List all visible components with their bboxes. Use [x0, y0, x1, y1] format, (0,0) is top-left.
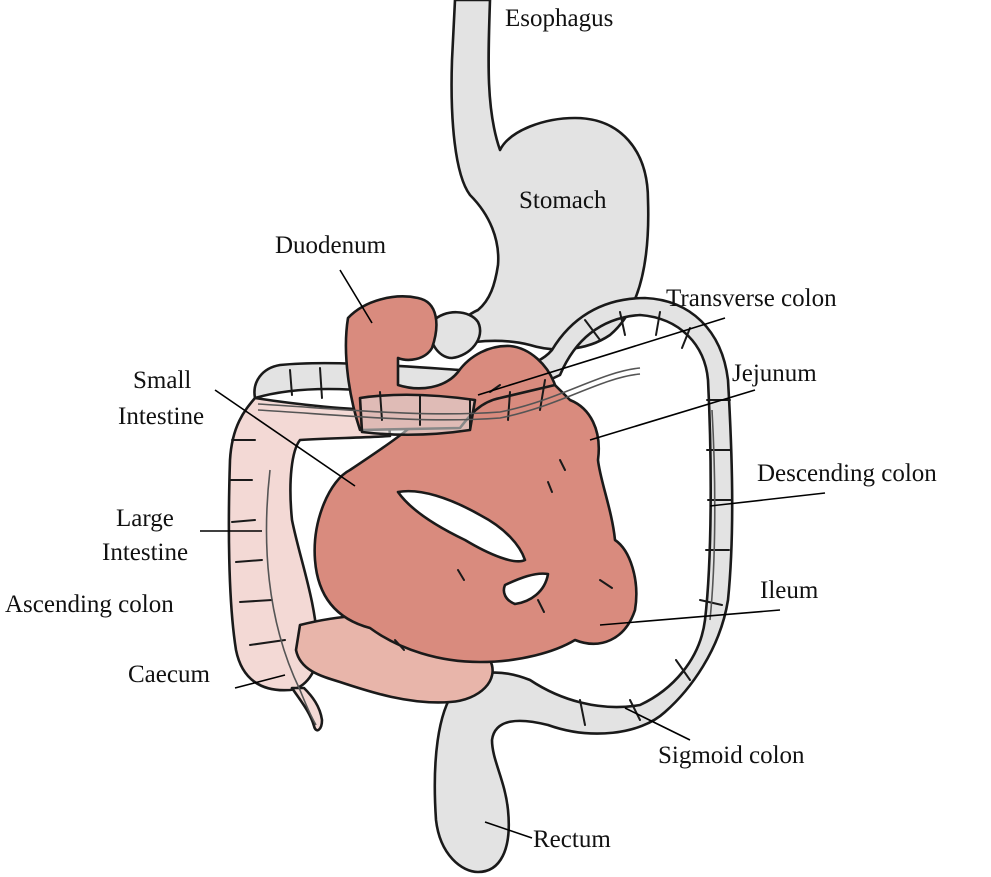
rectum-leader — [484, 821, 533, 839]
descending-colon-label: Descending colon — [757, 460, 937, 487]
transverse-colon-label: Transverse colon — [666, 285, 837, 312]
stomach-label: Stomach — [519, 187, 607, 214]
esophagus-label: Esophagus — [505, 5, 613, 32]
pylorus-shape — [429, 310, 482, 360]
large-intestine-label-line1: Large — [116, 505, 174, 532]
jejunum-leader — [589, 389, 756, 441]
coil-gap-2 — [502, 572, 550, 606]
teniae-band-upper — [257, 367, 641, 415]
ileum-label: Ileum — [760, 577, 819, 604]
teniae-band-ascending — [265, 469, 317, 726]
ascending-colon-label: Ascending colon — [5, 591, 174, 618]
duodenum-leader — [339, 269, 373, 324]
haustra-markings — [229, 311, 732, 726]
esophagus-stomach-shape — [444, 0, 650, 355]
sigmoid-colon-leader — [624, 707, 691, 741]
caecum-leader — [234, 674, 286, 689]
caecum-appendix-shape — [290, 686, 324, 732]
transverse-descending-sigmoid-colon-shape — [253, 296, 734, 874]
duodenum-label: Duodenum — [275, 232, 387, 259]
jejunum-label: Jejunum — [732, 360, 817, 387]
small-intestine-leader — [214, 389, 356, 487]
rectum-label: Rectum — [533, 826, 611, 853]
coil-gap-1 — [396, 489, 527, 563]
ileum-leader — [599, 609, 781, 626]
large-intestine-label-line2: Intestine — [102, 539, 188, 566]
transverse-colon-overlay — [358, 393, 477, 437]
teniae-band-descending — [709, 409, 716, 621]
small-intestine-label-line1: Small — [133, 367, 191, 394]
transverse-colon-leader — [477, 317, 726, 396]
small-intestine-label-line2: Intestine — [118, 403, 204, 430]
sigmoid-colon-label: Sigmoid colon — [658, 742, 805, 769]
caecum-label: Caecum — [128, 661, 210, 688]
teniae-band-lower — [257, 373, 641, 421]
descending-colon-leader — [709, 492, 826, 507]
small-intestine-creases — [394, 384, 613, 651]
